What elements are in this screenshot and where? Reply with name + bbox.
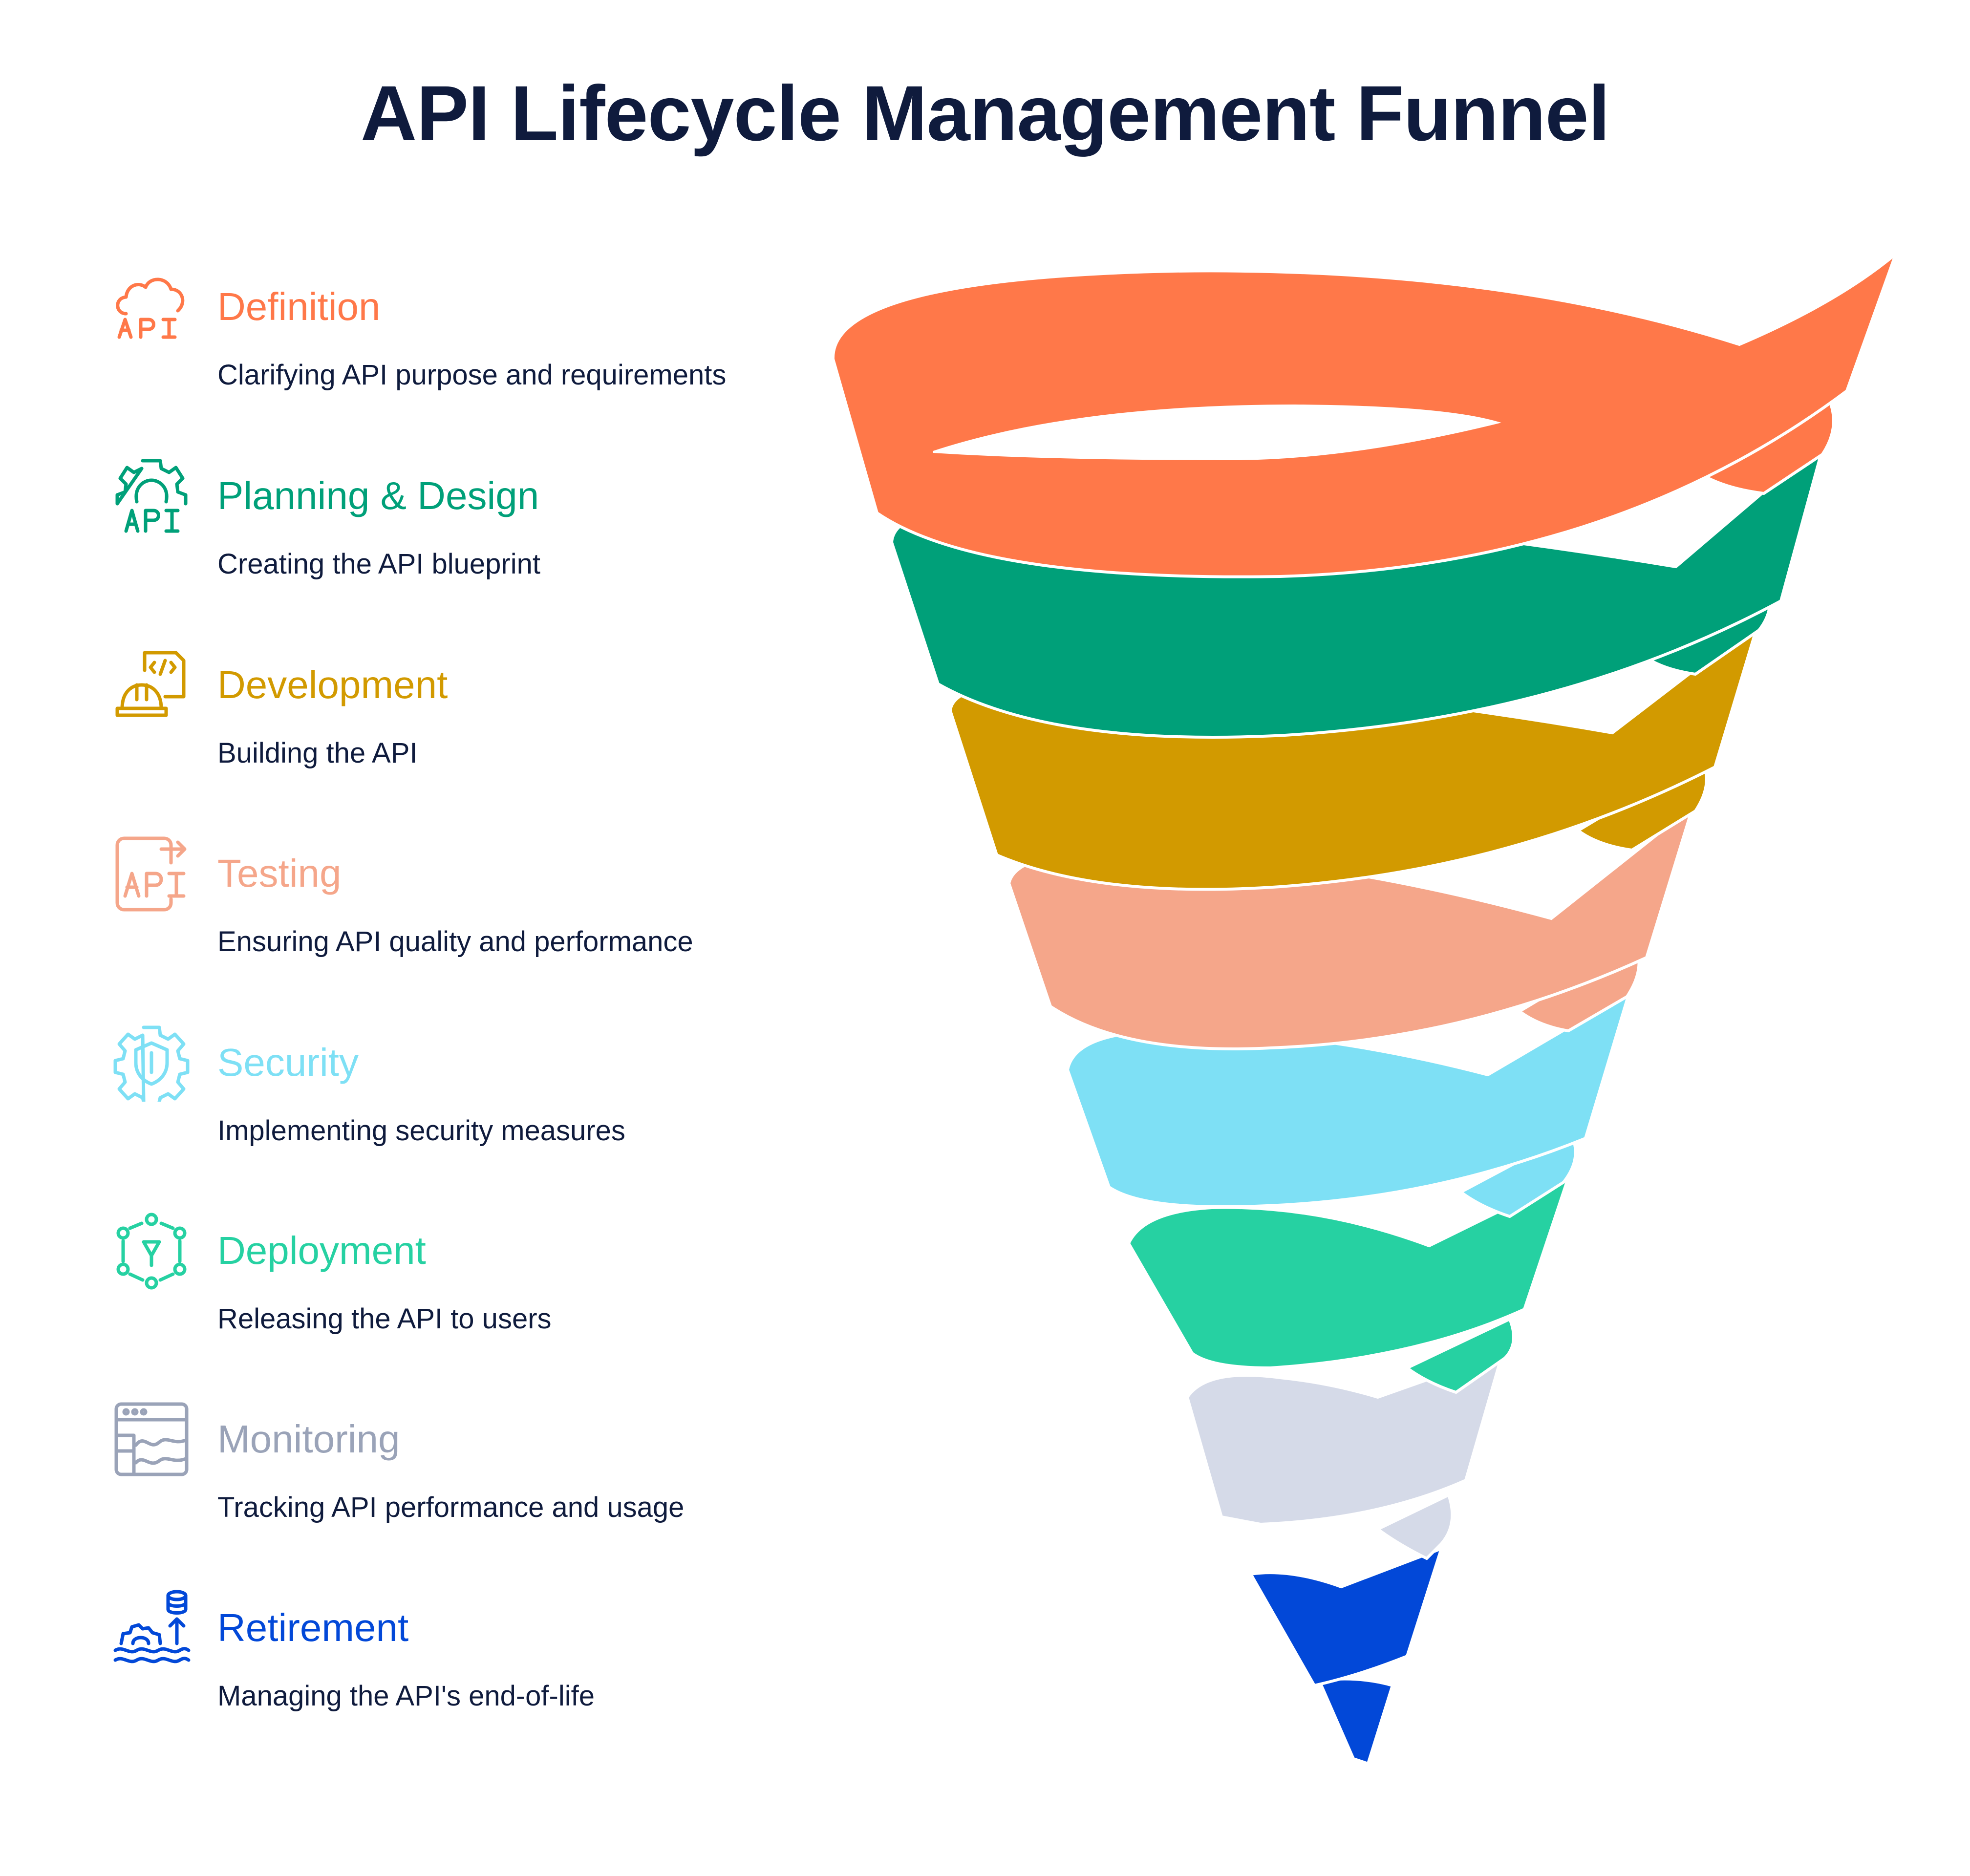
stage-label: Development bbox=[217, 663, 448, 706]
stage-label: Retirement bbox=[217, 1606, 409, 1649]
stage-label: Monitoring bbox=[217, 1417, 400, 1461]
stage-development: Development Building the API bbox=[112, 646, 806, 807]
funnel-segment-retirement bbox=[1248, 1546, 1444, 1687]
stage-description: Tracking API performance and usage bbox=[217, 1492, 685, 1523]
stage-retirement: Retirement Managing the API's end-of-lif… bbox=[112, 1589, 806, 1750]
stage-label: Testing bbox=[217, 852, 342, 895]
stage-description: Managing the API's end-of-life bbox=[217, 1680, 595, 1712]
stage-description: Building the API bbox=[217, 737, 418, 769]
cloud-api-icon bbox=[116, 277, 185, 339]
stage-label: Security bbox=[217, 1041, 359, 1084]
stage-label: Deployment bbox=[217, 1229, 426, 1272]
spiral-funnel bbox=[831, 249, 1899, 1766]
stage-label: Definition bbox=[217, 285, 381, 328]
stage-description: Clarifying API purpose and requirements bbox=[217, 359, 727, 391]
page-title: API Lifecycle Management Funnel bbox=[360, 69, 1610, 157]
funnel-segment-monitoring bbox=[1185, 1351, 1505, 1526]
funnel-segment-deployment bbox=[1127, 1174, 1571, 1370]
stage-description: Creating the API blueprint bbox=[217, 548, 540, 580]
stage-label: Planning & Design bbox=[217, 474, 539, 517]
dashboard-window-icon bbox=[114, 1402, 189, 1476]
hardhat-code-icon bbox=[115, 651, 186, 717]
funnel-back-deployment bbox=[1404, 1317, 1515, 1394]
network-nodes-icon bbox=[116, 1213, 187, 1290]
stage-planning-design: Planning & Design Creating the API bluep… bbox=[112, 457, 806, 618]
funnel-tip bbox=[1317, 1677, 1394, 1766]
stage-description: Releasing the API to users bbox=[217, 1303, 552, 1335]
stage-deployment: Deployment Releasing the API to users bbox=[112, 1212, 806, 1373]
stage-description: Implementing security measures bbox=[217, 1115, 625, 1147]
gear-api-icon bbox=[115, 459, 188, 533]
stage-list: Definition Clarifying API purpose and re… bbox=[0, 0, 806, 1876]
stage-testing: Testing Ensuring API quality and perform… bbox=[112, 834, 806, 996]
shield-gear-icon bbox=[113, 1025, 190, 1102]
stage-description: Ensuring API quality and performance bbox=[217, 926, 693, 958]
api-document-arrow-icon bbox=[115, 836, 187, 912]
stage-security: Security Implementing security measures bbox=[112, 1023, 806, 1185]
funnel-opening bbox=[933, 404, 1501, 461]
funnel-back-retirement bbox=[1375, 1492, 1454, 1560]
stage-monitoring: Monitoring Tracking API performance and … bbox=[112, 1400, 806, 1561]
stage-definition: Definition Clarifying API purpose and re… bbox=[112, 268, 806, 429]
gear-database-icon bbox=[113, 1590, 191, 1663]
